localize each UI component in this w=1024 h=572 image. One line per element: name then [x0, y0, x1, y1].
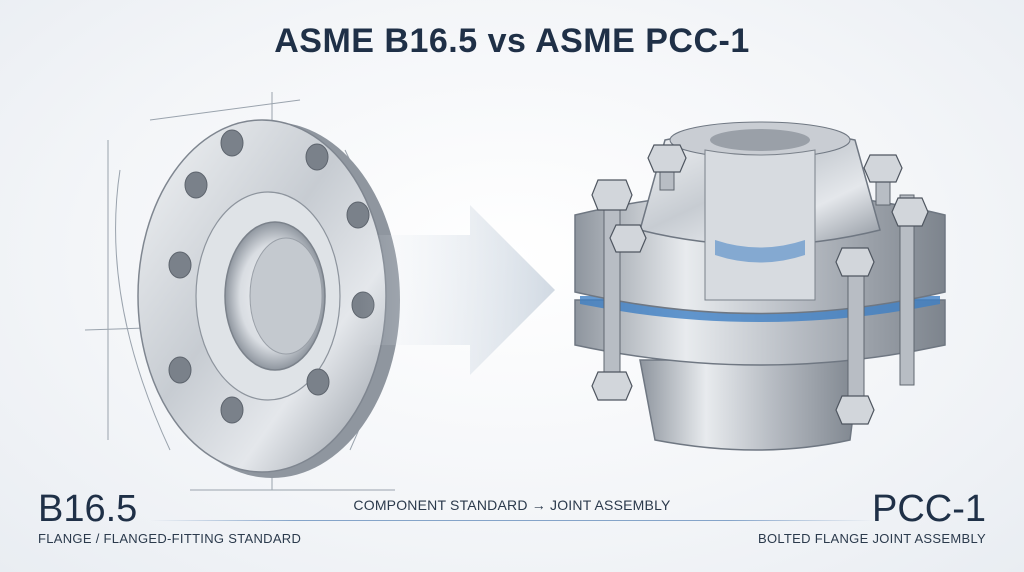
left-standard-code: B16.5: [38, 488, 138, 530]
left-standard-subtitle: FLANGE / FLANGED-FITTING STANDARD: [38, 531, 302, 546]
page-title: ASME B16.5 vs ASME PCC-1: [274, 22, 750, 60]
right-standard-subtitle: BOLTED FLANGE JOINT ASSEMBLY: [757, 531, 986, 546]
bolts: [591, 144, 929, 425]
center-caption: COMPONENT STANDARD → JOINT ASSEMBLY: [353, 497, 671, 513]
caption-divider: [150, 520, 874, 521]
bolted-joint-drawing: [574, 121, 946, 451]
right-standard-code: PCC-1: [871, 488, 986, 530]
flange-drawing: [84, 92, 400, 491]
transition-arrow: [360, 205, 555, 375]
